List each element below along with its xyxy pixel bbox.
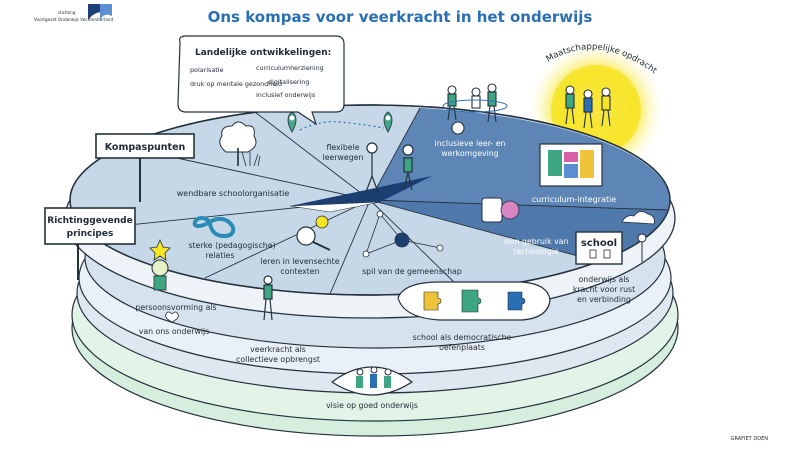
lightbulb-icon [296, 215, 331, 251]
label-flexibele-1: flexibele [326, 143, 359, 152]
label-persoonsvorming-2: van ons onderwijs [139, 327, 210, 336]
callout-item: inclusief onderwijs [256, 91, 316, 99]
label-veerkracht-2: collectieve opbrengst [236, 355, 320, 364]
sign-richting: Richtinggevende principes [44, 207, 136, 280]
puzzle-piece-icon [423, 291, 442, 311]
label-rust-2: kracht voor rust [573, 285, 635, 294]
label-rust-3: en verbinding [577, 295, 631, 304]
sun-people-icon [565, 85, 611, 129]
sign-richting-line2: principes [67, 229, 114, 239]
callout-bubble: Landelijke ontwikkelingen: polarisatie c… [177, 35, 345, 126]
label-inclusieve-1: inclusieve leer- en [435, 139, 506, 148]
puzzle-bubble [397, 281, 551, 321]
callout-item: digitalisering [268, 78, 309, 86]
label-spil: spil van de gemeenschap [362, 267, 462, 276]
label-democratische-2: oefenplaats [439, 343, 485, 352]
label-veerkracht-1: veerkracht als [250, 345, 306, 354]
eye-icon [330, 366, 414, 396]
school-building-icon: school [575, 211, 655, 265]
person-standing-icon [263, 275, 273, 321]
logo-small-text: stichting [58, 10, 76, 15]
people-group-icon [442, 83, 508, 135]
label-leren-1: leren in levensechte [260, 257, 339, 266]
infinity-icon [192, 216, 236, 239]
people-walking-icon [365, 142, 414, 193]
star-person-icon [149, 238, 179, 323]
platform [64, 104, 679, 437]
page-title: Ons kompas voor veerkracht in het onderw… [208, 8, 593, 26]
label-rust-1: onderwijs als [579, 275, 630, 284]
compass-needle-icon [290, 176, 432, 206]
brain-tablet-icon [481, 197, 520, 223]
label-visie: visie op goed onderwijs [326, 401, 418, 410]
school-sign-text: school [581, 238, 617, 249]
curriculum-icon [539, 143, 603, 187]
sign-kompaspunten: Kompaspunten [95, 133, 195, 202]
label-slim-2: technologie [513, 247, 559, 256]
label-sterke-1: sterke (pedagogische) [188, 241, 275, 250]
label-flexibele-2: leerwegen [323, 153, 364, 162]
heart-icon [165, 311, 179, 323]
signature: GRAFIET DOEN [731, 436, 769, 442]
callout-item: curriculumherziening [256, 64, 324, 72]
callout-item: druk op mentale gezondheid [190, 80, 282, 88]
label-slim-1: slim gebruik van [504, 237, 569, 246]
puzzle-piece-icon [507, 291, 526, 311]
callout-item: polarisatie [190, 66, 224, 74]
label-sterke-2: relaties [206, 251, 235, 260]
callout-title: Landelijke ontwikkelingen: [195, 48, 331, 58]
logo: stichting Voortgezet Onderwijs Vechtenbe… [30, 4, 115, 28]
label-leren-2: contexten [280, 267, 319, 276]
label-democratische-1: school als democratische [413, 333, 512, 342]
network-icon [362, 210, 444, 258]
label-curriculum: curriculum-integratie [532, 195, 617, 204]
logo-text: Voortgezet Onderwijs Vechtenberland [34, 17, 113, 22]
label-wendbare: wendbare schoolorganisatie [177, 189, 290, 198]
puzzle-piece-icon [461, 289, 482, 313]
tree-icon [219, 121, 261, 167]
label-inclusieve-2: werkomgeving [441, 149, 498, 158]
sign-richting-line1: Richtinggevende [47, 216, 132, 226]
map-pin-icon [287, 111, 393, 133]
label-persoonsvorming-1: persoonsvorming als [135, 303, 216, 312]
sign-kompaspunten-text: Kompaspunten [105, 142, 186, 153]
